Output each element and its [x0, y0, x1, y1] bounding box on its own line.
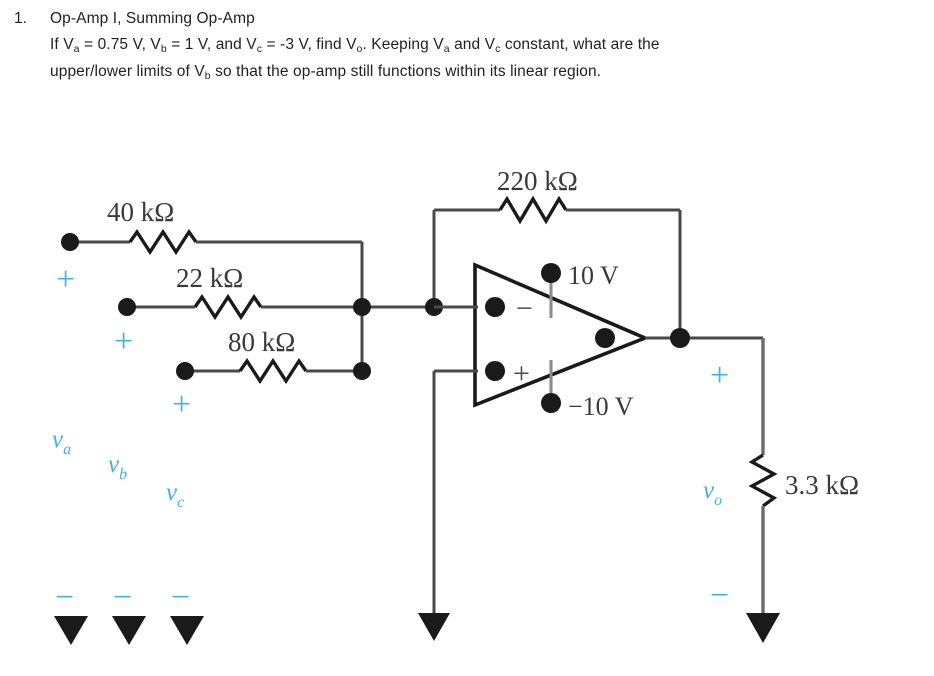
- problem-number: 1.: [14, 10, 27, 27]
- line2-sub-c: c: [256, 43, 263, 55]
- line2-sub-d: o: [356, 43, 363, 55]
- polarity-plus-output: +: [710, 357, 729, 394]
- output-junction-dot: [670, 328, 690, 348]
- line2-seg-d: = -3 V, find V: [262, 36, 357, 53]
- polarity-minus-a: −: [55, 579, 74, 616]
- polarity-plus-a: +: [56, 261, 75, 298]
- ground-symbol-b: [112, 616, 146, 645]
- ground-symbol-c: [170, 616, 204, 645]
- branch-c: 80 kΩ +: [172, 327, 362, 423]
- ground-symbol-a: [54, 616, 88, 645]
- op-amp-symbol: − + 10 V −10 V: [434, 261, 650, 421]
- junction-dot-summing: [353, 298, 371, 316]
- line2-seg-e: . Keeping V: [362, 36, 444, 53]
- problem-title-row: 1. Op-Amp I, Summing Op-Amp If Va = 0.75…: [0, 6, 900, 86]
- problem-line-2: If Va = 0.75 V, Vb = 1 V, and Vc = -3 V,…: [50, 32, 900, 59]
- line2-seg-a: If V: [50, 36, 74, 53]
- terminal-dot-a: [61, 233, 79, 251]
- summing-node-bus: [353, 242, 434, 380]
- noninverting-ground-branch: [418, 369, 478, 641]
- problem-line-3: upper/lower limits of Vb so that the op-…: [50, 59, 900, 86]
- noninverting-input-dot: [485, 361, 505, 381]
- label-va: va: [52, 426, 71, 458]
- feedback-branch: 220 kΩ: [425, 166, 682, 338]
- label-va-main: v: [52, 426, 64, 453]
- branch-b: 22 kΩ +: [114, 263, 362, 360]
- positive-supply-dot: [541, 263, 561, 283]
- polarity-minus-output: −: [710, 577, 729, 614]
- terminal-dot-b: [118, 298, 136, 316]
- line2-sub-e: a: [443, 43, 450, 55]
- line2-sub-b: b: [160, 43, 167, 55]
- label-vo: vo: [703, 477, 722, 509]
- output-branch: 3.3 kΩ + − vo: [645, 328, 859, 643]
- polarity-minus-b: −: [113, 579, 132, 616]
- line2-sub-a: a: [73, 43, 80, 55]
- ground-symbol-opamp: [418, 613, 450, 641]
- inverting-input-sign: −: [516, 292, 533, 325]
- op-amp-triangle: [473, 262, 650, 408]
- junction-dot-summing-lower: [353, 362, 371, 380]
- source-grounds: va − vb − vc −: [52, 426, 204, 645]
- line3-seg-a: upper/lower limits of V: [50, 63, 205, 80]
- resistor-3p3k-label: 3.3 kΩ: [785, 470, 859, 500]
- label-vo-main: v: [703, 477, 715, 504]
- negative-supply-dot: [541, 393, 561, 413]
- label-vb-sub: b: [119, 466, 127, 483]
- line2-seg-g: constant, what are the: [500, 36, 660, 53]
- problem-body: Op-Amp I, Summing Op-Amp If Va = 0.75 V,…: [50, 6, 900, 86]
- line2-seg-f: and V: [449, 36, 496, 53]
- resistor-3p3k-symbol: [748, 453, 778, 508]
- negative-supply-label: −10 V: [568, 392, 634, 421]
- resistor-22k-label: 22 kΩ: [176, 263, 243, 293]
- label-vc-sub: c: [177, 494, 184, 511]
- label-vb: vb: [108, 451, 127, 483]
- resistor-40k-label: 40 kΩ: [107, 197, 174, 227]
- problem-statement: 1. Op-Amp I, Summing Op-Amp If Va = 0.75…: [0, 6, 900, 86]
- positive-supply-label: 10 V: [568, 261, 619, 290]
- line2-seg-c: = 1 V, and V: [166, 36, 257, 53]
- line2-seg-b: = 0.75 V, V: [79, 36, 161, 53]
- polarity-plus-b: +: [114, 323, 133, 360]
- resistor-220k-label: 220 kΩ: [497, 166, 578, 196]
- resistor-220k-symbol: [498, 195, 568, 225]
- line3-sub-b: b: [204, 70, 211, 82]
- label-vc: vc: [166, 479, 184, 511]
- label-vb-main: v: [108, 451, 120, 478]
- problem-title: Op-Amp I, Summing Op-Amp: [50, 10, 255, 27]
- terminal-dot-c: [176, 362, 194, 380]
- branch-a: 40 kΩ +: [56, 197, 362, 298]
- label-vo-sub: o: [714, 492, 722, 509]
- resistor-22k-symbol: [193, 293, 263, 321]
- ground-symbol-output: [746, 613, 780, 643]
- noninverting-input-sign: +: [513, 357, 530, 390]
- resistor-80k-label: 80 kΩ: [228, 327, 295, 357]
- resistor-40k-symbol: [128, 228, 198, 256]
- polarity-minus-c: −: [171, 579, 190, 616]
- line3-seg-c: so that the op-amp still functions withi…: [210, 63, 602, 80]
- line2-sub-f: c: [495, 43, 501, 55]
- resistor-80k-symbol: [238, 357, 308, 385]
- op-amp-output-dot: [595, 328, 615, 348]
- label-va-sub: a: [63, 441, 71, 458]
- label-vc-main: v: [166, 479, 178, 506]
- inverting-input-dot: [485, 297, 505, 317]
- polarity-plus-c: +: [172, 386, 191, 423]
